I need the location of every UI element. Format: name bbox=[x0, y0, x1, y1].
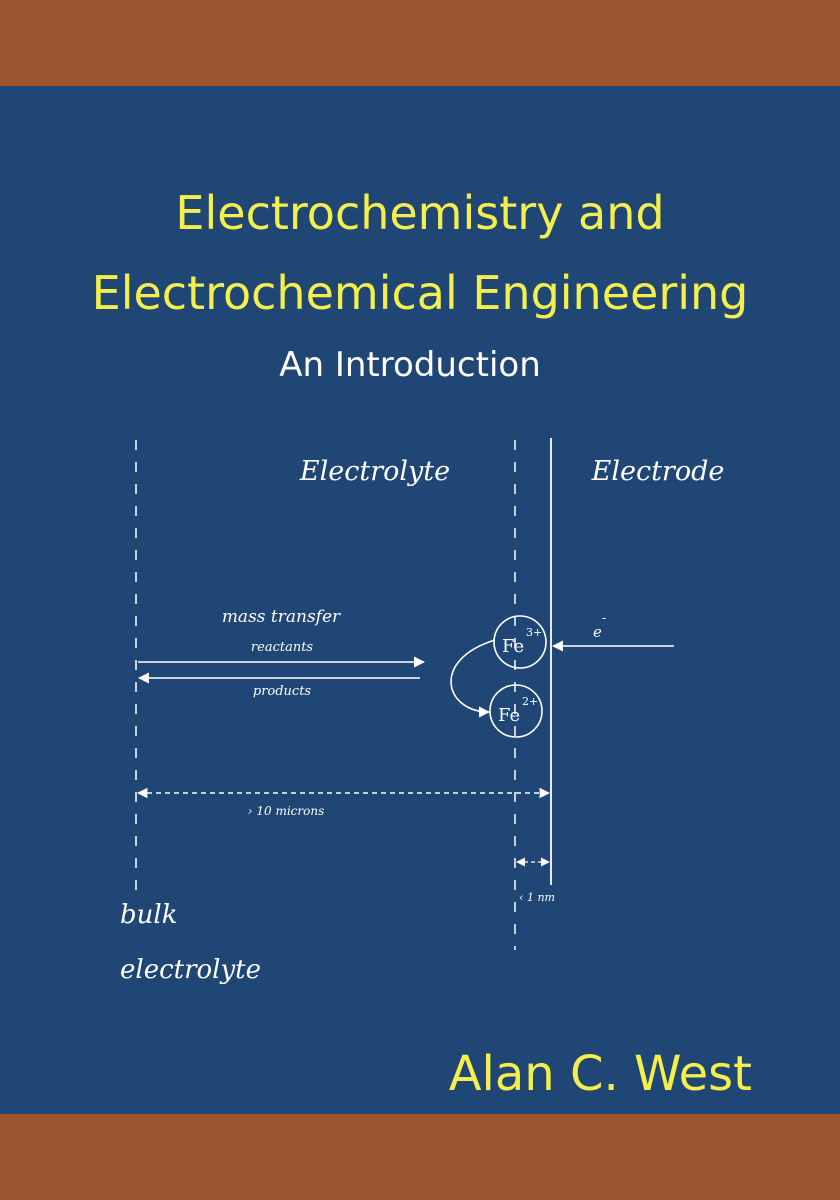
fe3-ion-circle bbox=[493, 615, 547, 669]
author-name: Alan C. West bbox=[448, 1046, 752, 1102]
top-band bbox=[0, 0, 840, 86]
bulk-label-line-2: electrolyte bbox=[120, 955, 261, 985]
fe2-symbol: Fe bbox=[498, 705, 520, 726]
fe2-charge: 2+ bbox=[522, 695, 538, 708]
title-line-2: Electrochemical Engineering bbox=[91, 266, 749, 320]
fe3-charge: 3+ bbox=[526, 626, 542, 639]
reactants-label: reactants bbox=[251, 640, 314, 655]
bulk-distance-label: › 10 microns bbox=[248, 804, 324, 818]
mass-transfer-label: mass transfer bbox=[222, 607, 341, 627]
electrode-label: Electrode bbox=[591, 456, 725, 487]
electron-charge: - bbox=[602, 611, 606, 625]
products-label: products bbox=[253, 684, 312, 699]
subtitle: An Introduction bbox=[279, 345, 541, 385]
electron-symbol: e bbox=[593, 623, 602, 641]
bottom-band bbox=[0, 1114, 840, 1200]
fe3-symbol: Fe bbox=[502, 636, 524, 657]
reduction-curve-arrow bbox=[450, 639, 496, 718]
layer-distance-label: ‹ 1 nm bbox=[519, 891, 555, 904]
electrolyte-label: Electrolyte bbox=[299, 456, 450, 487]
bulk-label-line-1: bulk bbox=[120, 900, 177, 930]
title-line-1: Electrochemistry and bbox=[175, 186, 665, 240]
